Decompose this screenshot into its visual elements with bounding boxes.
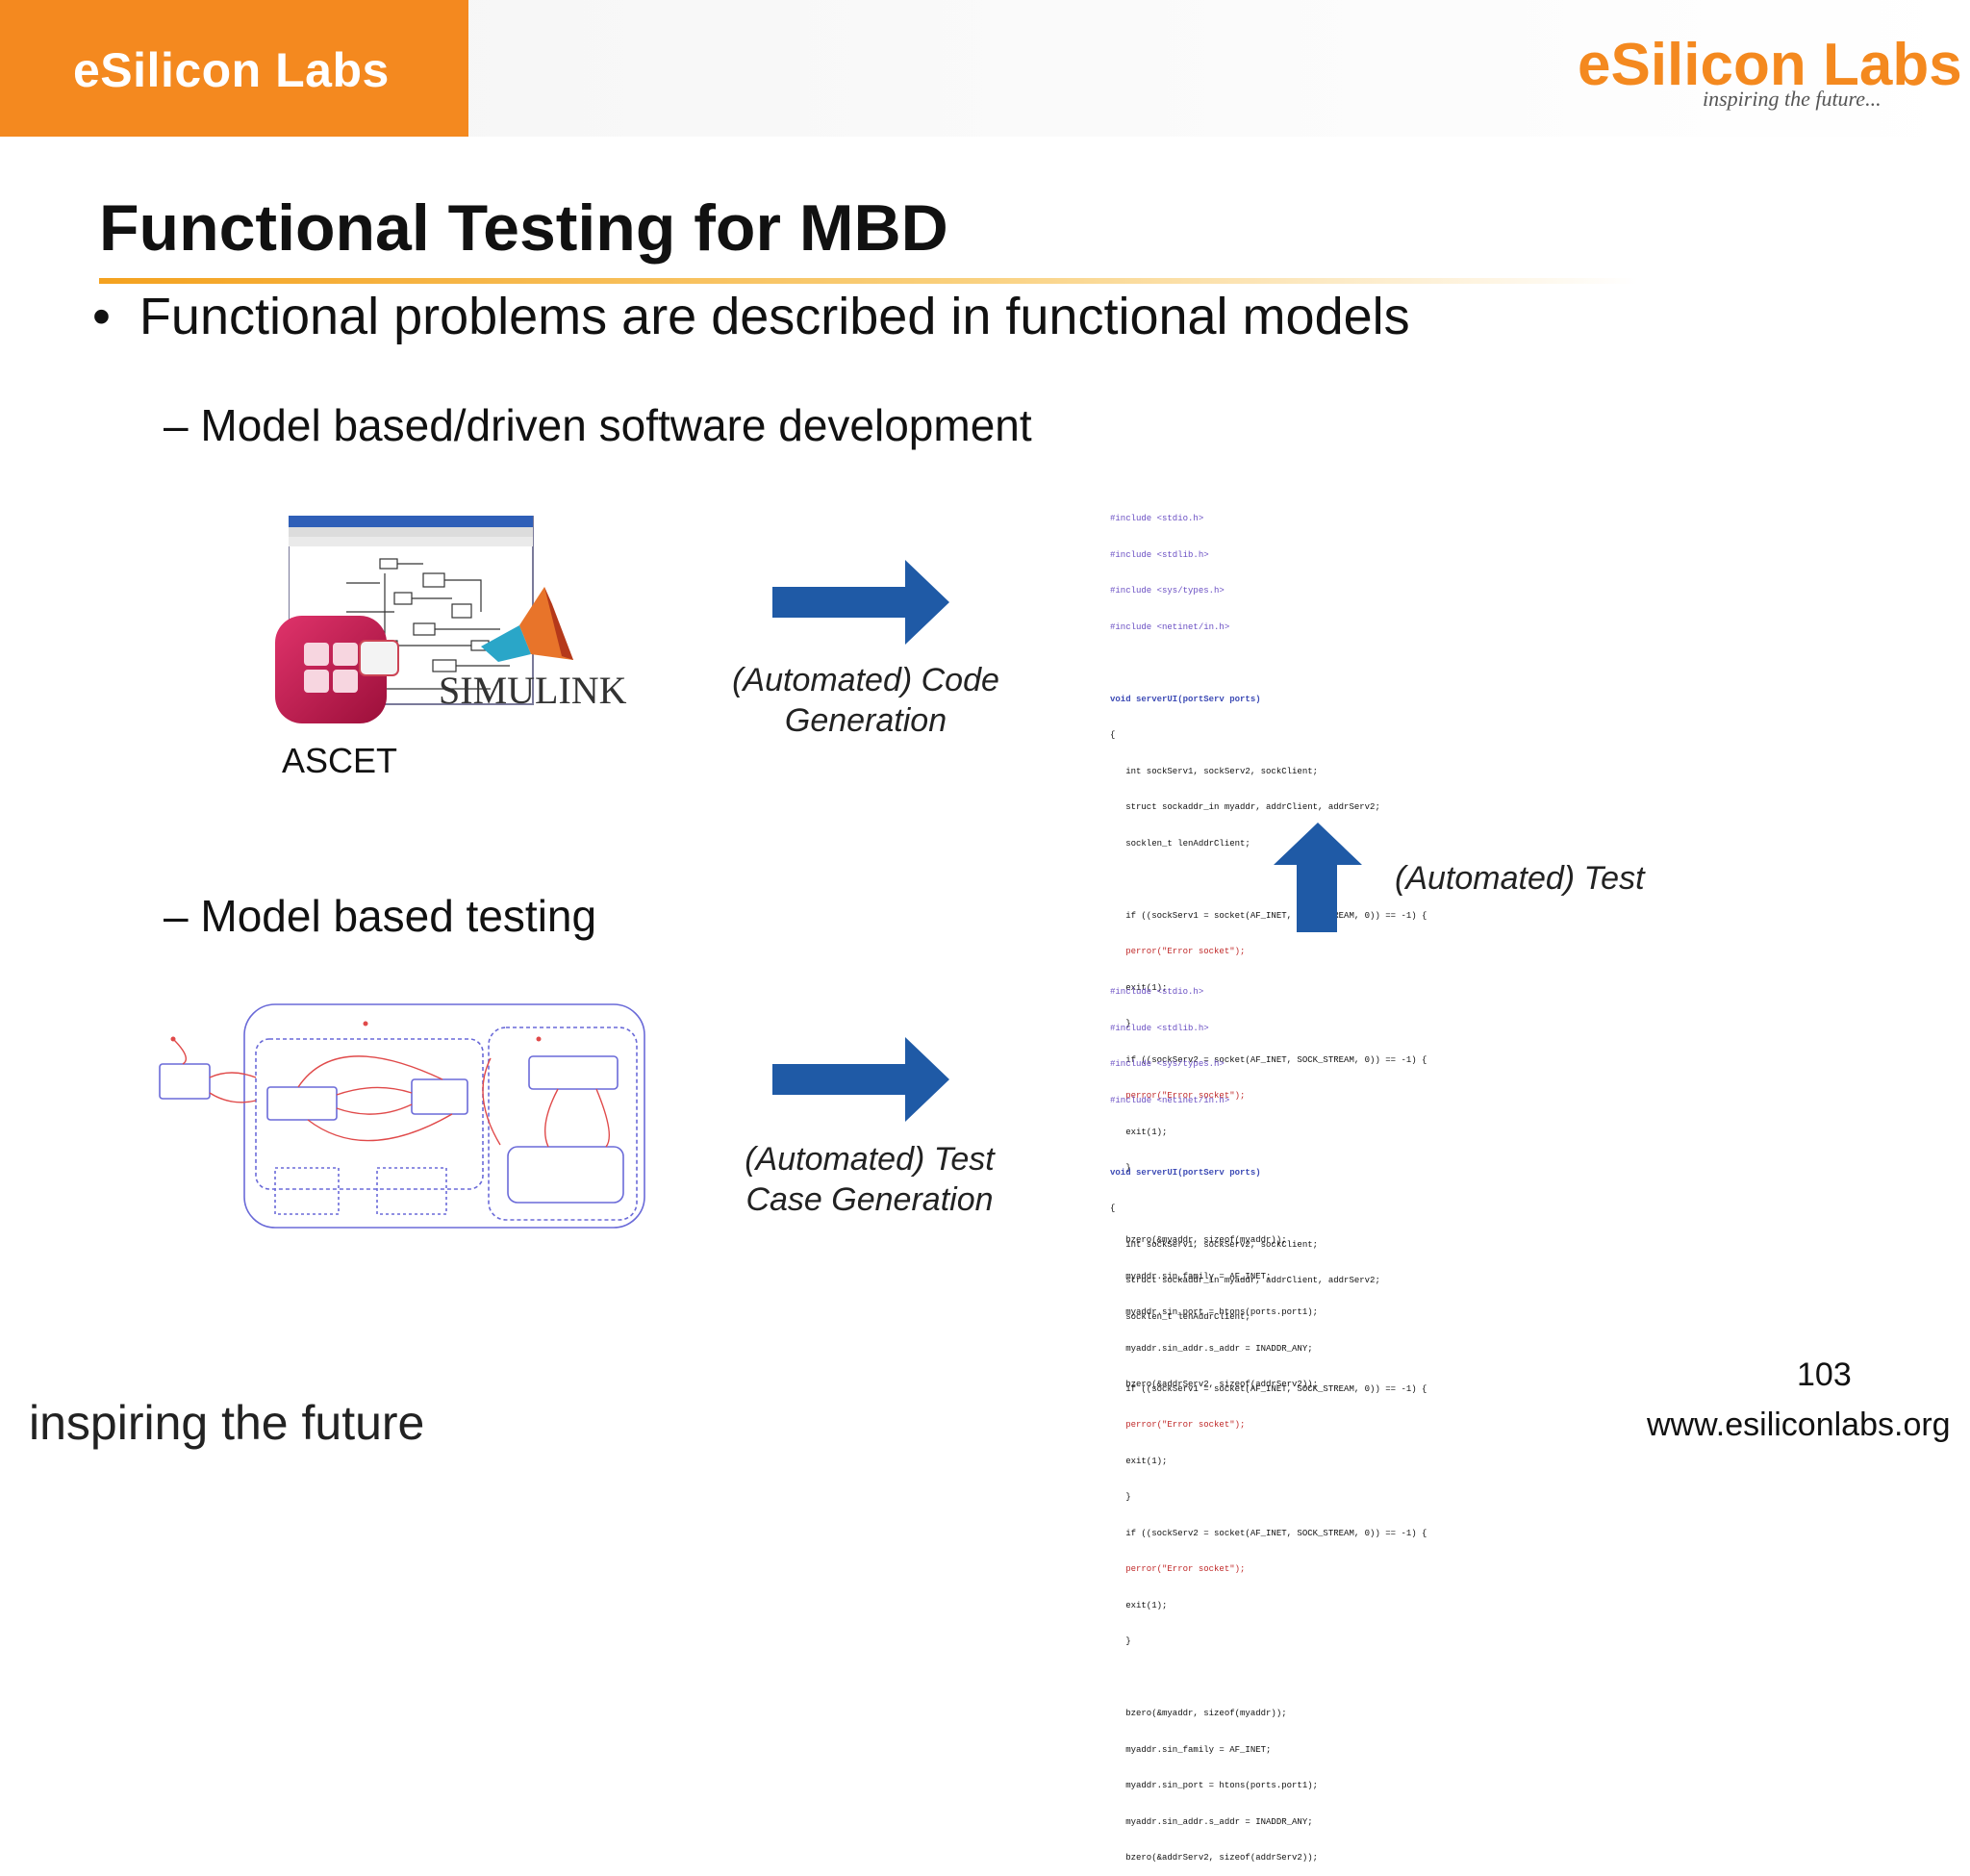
dash: – <box>164 891 201 941</box>
code-line: myaddr.sin_addr.s_addr = INADDR_ANY; <box>1110 1343 1313 1354</box>
brand-box <box>0 0 468 137</box>
code-line: perror("Error socket"); <box>1110 947 1246 956</box>
footer-tagline: inspiring the future <box>29 1396 425 1450</box>
code-line: #include <stdlib.h> <box>1110 1023 1209 1033</box>
ascet-label: ASCET <box>282 741 398 780</box>
code-line: void serverUI(portServ ports) <box>1110 694 1261 704</box>
subpoint-mbd: – Model based/driven software developmen… <box>164 399 1032 451</box>
code-line: struct sockaddr_in myaddr, addrClient, a… <box>1110 1276 1380 1285</box>
code-line <box>1110 1130 1427 1143</box>
title-underline <box>99 278 1638 284</box>
code-line: if ((sockServ2 = socket(AF_INET, SOCK_ST… <box>1110 1528 1427 1538</box>
code-line: perror("Error socket"); <box>1110 1564 1246 1574</box>
caption-line: (Automated) Code <box>732 662 999 698</box>
code-line: { <box>1110 1204 1116 1213</box>
code-line: bzero(&addrServ2, sizeof(addrServ2)); <box>1110 1380 1319 1389</box>
code-line: myaddr.sin_family = AF_INET; <box>1110 1271 1272 1281</box>
code-line: int sockServ1, sockServ2, sockClient; <box>1110 766 1319 776</box>
caption-line: Generation <box>784 702 947 739</box>
code-line: } <box>1110 1492 1131 1502</box>
code-line: perror("Error socket"); <box>1110 1420 1246 1430</box>
code-line: { <box>1110 730 1116 740</box>
caption-automated-test: (Automated) Test <box>1395 860 1645 897</box>
caption-line: Case Generation <box>745 1181 994 1218</box>
arrow-right-icon <box>772 560 949 645</box>
code-line: #include <netinet/in.h> <box>1110 621 1230 632</box>
code-line: myaddr.sin_port = htons(ports.port1); <box>1110 1307 1319 1317</box>
slide-title: Functional Testing for MBD <box>99 191 948 265</box>
code-line: void serverUI(portServ ports) <box>1110 1167 1261 1178</box>
code-line: } <box>1110 1163 1131 1173</box>
code-line: exit(1); <box>1110 1456 1168 1466</box>
code-line: myaddr.sin_addr.s_addr = INADDR_ANY; <box>1110 1816 1313 1827</box>
simulink-label: SIMULINK <box>439 669 627 712</box>
code-line: #include <stdlib.h> <box>1110 549 1209 560</box>
state-machine-diagram <box>159 1003 645 1229</box>
dash: – <box>164 400 201 450</box>
page-number: 103 <box>1797 1356 1852 1393</box>
code-line: if ((sockServ2 = socket(AF_INET, SOCK_ST… <box>1110 1054 1427 1065</box>
code-line: } <box>1110 1636 1131 1646</box>
code-line: exit(1); <box>1110 1600 1168 1610</box>
caption-line: (Automated) Test <box>745 1141 995 1178</box>
code-line: perror("Error socket"); <box>1110 1091 1246 1101</box>
code-line: } <box>1110 1019 1131 1028</box>
code-line: myaddr.sin_family = AF_INET; <box>1110 1744 1272 1755</box>
caption-code-generation: (Automated) Code Generation <box>693 660 1039 741</box>
subpoint-mbd-text: Model based/driven software development <box>200 400 1032 450</box>
subpoint-mbt-text: Model based testing <box>200 891 597 941</box>
arrow-right-icon <box>772 1037 949 1122</box>
code-line: #include <sys/types.h> <box>1110 586 1225 596</box>
ascet-icon <box>275 616 399 723</box>
code-line <box>1110 1672 1427 1685</box>
brand-label: eSilicon Labs <box>73 43 390 97</box>
code-line: exit(1); <box>1110 1127 1168 1137</box>
matlab-logo-icon <box>481 587 573 662</box>
arrow-up-icon <box>1274 823 1362 932</box>
code-snippet-top: #include <stdio.h> #include <stdlib.h> #… <box>1110 489 1427 1403</box>
code-line: myaddr.sin_port = htons(ports.port1); <box>1110 1781 1319 1790</box>
code-line <box>1110 1347 1427 1359</box>
code-line: socklen_t lenAddrClient; <box>1110 1311 1250 1322</box>
code-line: bzero(&myaddr, sizeof(myaddr)); <box>1110 1235 1287 1245</box>
code-line <box>1110 874 1427 886</box>
code-line: struct sockaddr_in myaddr, addrClient, a… <box>1110 802 1380 812</box>
main-bullet: • Functional problems are described in f… <box>92 287 1410 346</box>
code-line: #include <netinet/in.h> <box>1110 1095 1230 1105</box>
code-line: bzero(&myaddr, sizeof(myaddr)); <box>1110 1709 1287 1718</box>
code-line: if ((sockServ1 = socket(AF_INET, SOCK_ST… <box>1110 910 1427 921</box>
logo-tagline: inspiring the future... <box>1703 87 1882 111</box>
code-snippet-bottom: #include <stdio.h> #include <stdlib.h> #… <box>1110 962 1427 1876</box>
code-line: exit(1); <box>1110 982 1168 993</box>
code-line: socklen_t lenAddrClient; <box>1110 838 1250 849</box>
code-line: #include <stdio.h> <box>1110 514 1204 523</box>
bullet-text: Functional problems are described in fun… <box>139 288 1410 345</box>
code-line: #include <sys/types.h> <box>1110 1059 1225 1069</box>
code-line <box>1110 657 1427 670</box>
caption-test-case-generation: (Automated) Test Case Generation <box>696 1139 1043 1220</box>
code-line: int sockServ1, sockServ2, sockClient; <box>1110 1239 1319 1250</box>
esilicon-logo: eSilicon Labs <box>1578 32 1962 98</box>
subpoint-mbt: – Model based testing <box>164 890 596 942</box>
code-line: #include <stdio.h> <box>1110 987 1204 997</box>
footer-url: www.esiliconlabs.org <box>1647 1407 1951 1443</box>
bullet-dot: • <box>92 288 139 345</box>
code-line: if ((sockServ1 = socket(AF_INET, SOCK_ST… <box>1110 1383 1427 1394</box>
code-line: bzero(&addrServ2, sizeof(addrServ2)); <box>1110 1853 1319 1863</box>
